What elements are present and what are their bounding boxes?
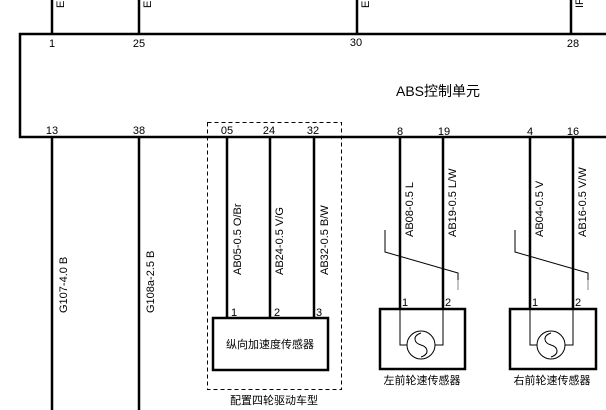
wire-label-ab04: AB04-0.5 V (534, 180, 546, 237)
wire-label-ab24: AB24-0.5 V/G (274, 207, 286, 275)
top-wire-label: E (55, 1, 67, 8)
pin-label: 24 (263, 125, 275, 137)
abs-control-unit-box (18, 32, 606, 139)
accel-sensor-name: 纵向加速度传感器 (226, 337, 314, 351)
right-front-sensor-name: 右前轮速传感器 (514, 373, 591, 387)
abs-control-unit-title: ABS控制单元 (396, 83, 480, 99)
pin-label: 19 (438, 126, 450, 138)
four-wheel-drive-label: 配置四轮驱动车型 (230, 393, 318, 407)
pin-label: 16 (567, 126, 579, 138)
wire-label-ab05: AB05-0.5 O/Br (232, 203, 244, 275)
pin-label: 1 (231, 307, 237, 319)
wire-label-g108a: G108a-2.5 B (145, 251, 157, 313)
wire-label-ab08: AB08-0.5 L (404, 182, 416, 237)
pin-label: 13 (46, 125, 58, 137)
pin-label: 1 (49, 38, 55, 50)
pin-label: 28 (567, 38, 579, 50)
top-wires: E E E IF (50, 0, 586, 34)
shield-line (384, 230, 459, 280)
pin-label: 2 (445, 297, 451, 309)
pin-label: 1 (402, 297, 408, 309)
four-wheel-drive-option-box (207, 122, 342, 390)
left-front-sensor-name: 左前轮速传感器 (384, 373, 461, 387)
left-front-wheel-speed-sensor (378, 307, 467, 371)
sensor-internal-wiring (529, 309, 574, 346)
bottom-pin-labels: 13 38 05 24 32 8 19 4 16 (46, 125, 579, 138)
pin-label: 05 (221, 125, 233, 137)
pin-label: 30 (350, 37, 362, 49)
ac-source-icon (406, 330, 436, 360)
top-wire-label: E (142, 1, 154, 8)
pin-label: 2 (274, 307, 280, 319)
pin-label: 2 (575, 297, 581, 309)
pin-label: 8 (397, 126, 403, 138)
pin-label: 32 (307, 125, 319, 137)
wire-label-g107: G107-4.0 B (58, 257, 70, 313)
ac-source-icon (536, 330, 566, 360)
wire-label-ab32: AB32-0.5 B/W (319, 205, 331, 275)
right-front-wheel-speed-sensor (508, 307, 598, 371)
longitudinal-accel-sensor (211, 316, 330, 372)
shield-line (514, 230, 589, 280)
sensor-internal-wiring (399, 309, 444, 346)
pin-label: 25 (133, 38, 145, 50)
pin-label: 3 (316, 307, 322, 319)
wire-label-ab19: AB19-0.5 L/W (447, 168, 459, 237)
pin-label: 1 (532, 297, 538, 309)
pin-label: 38 (133, 125, 145, 137)
pin-label: 4 (527, 126, 533, 138)
top-wire-label: IF (574, 0, 586, 8)
top-pin-labels: 1 25 30 28 (49, 37, 579, 50)
top-wire-label: E (360, 1, 372, 8)
wire-label-ab16: AB16-0.5 V/W (577, 167, 589, 237)
